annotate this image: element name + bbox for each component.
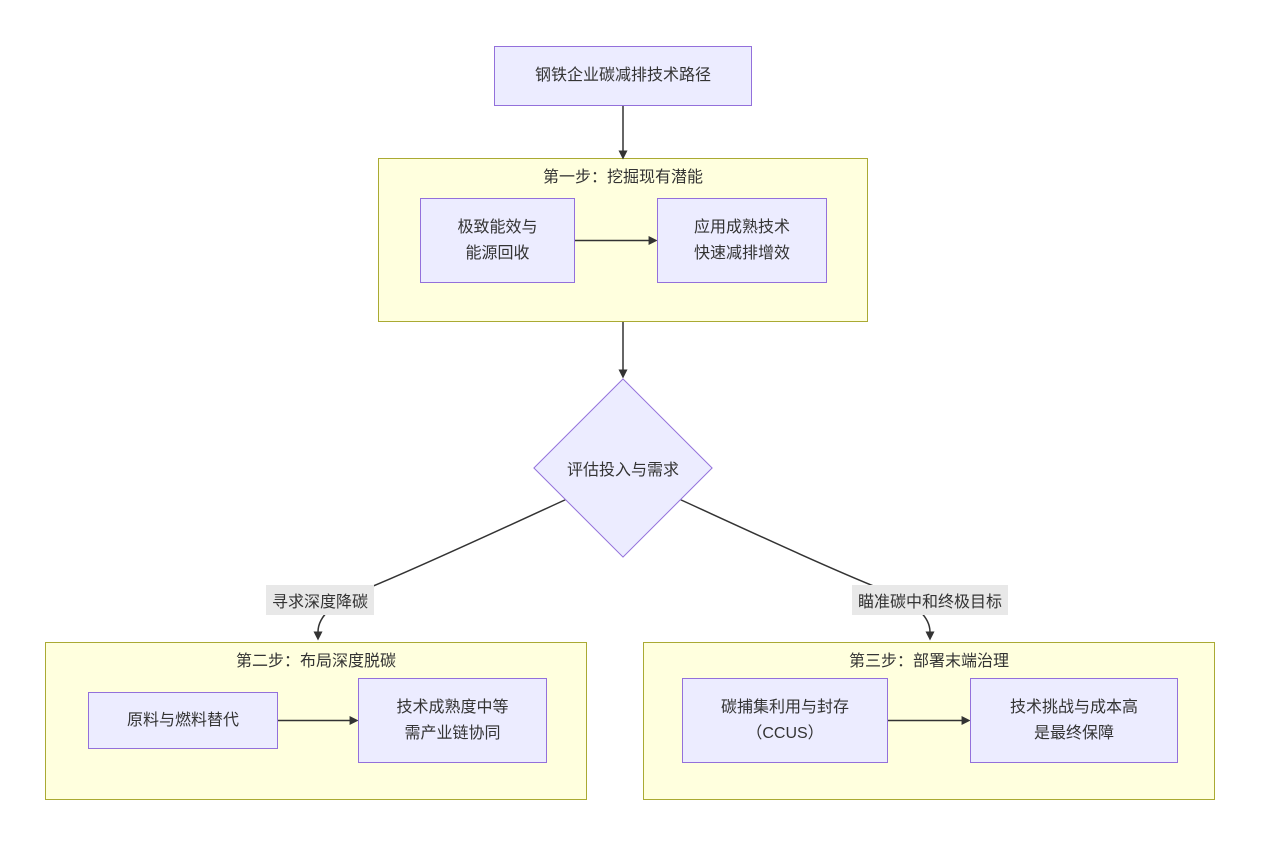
cluster-step-1-title: 第一步：挖掘现有潜能 bbox=[542, 169, 703, 186]
decision-node: 评估投入与需求 bbox=[533, 377, 713, 558]
node-text-line: 能源回收 bbox=[465, 244, 530, 262]
edge-label-carbon-neutrality-goal: 瞄准碳中和终极目标 bbox=[851, 585, 1009, 615]
cluster-step-3-title: 第三步：部署末端治理 bbox=[848, 653, 1009, 670]
node-material-fuel-substitution: 原料与燃料替代 bbox=[88, 692, 278, 749]
node-energy-efficiency: 极致能效与 能源回收 bbox=[420, 198, 575, 283]
edge-label-text: 瞄准碳中和终极目标 bbox=[857, 594, 1003, 611]
edge-label-text: 寻求深度降碳 bbox=[271, 594, 369, 611]
node-tech-maturity: 技术成熟度中等 需产业链协同 bbox=[358, 678, 547, 763]
root-node-label: 钢铁企业碳减排技术路径 bbox=[534, 67, 711, 84]
node-text-line: 技术成熟度中等 bbox=[396, 698, 509, 716]
node-text-line: 碳捕集利用与封存 bbox=[720, 698, 849, 716]
node-text-line: 需产业链协同 bbox=[404, 724, 501, 742]
node-text-line: 是最终保障 bbox=[1033, 724, 1114, 742]
node-ccus: 碳捕集利用与封存 （CCUS） bbox=[682, 678, 888, 763]
root-node: 钢铁企业碳减排技术路径 bbox=[494, 46, 752, 106]
node-tech-challenge: 技术挑战与成本高 是最终保障 bbox=[970, 678, 1178, 763]
edge-label-deep-decarbonization: 寻求深度降碳 bbox=[265, 585, 375, 615]
node-text-line: 技术挑战与成本高 bbox=[1009, 698, 1138, 716]
node-text-line: （CCUS） bbox=[746, 724, 824, 742]
decision-node-label: 评估投入与需求 bbox=[566, 461, 680, 479]
node-text-line: 极致能效与 bbox=[457, 218, 538, 236]
cluster-step-2-title: 第二步：布局深度脱碳 bbox=[235, 653, 396, 670]
node-text-line: 应用成熟技术 bbox=[693, 218, 790, 236]
node-mature-technology: 应用成熟技术 快速减排增效 bbox=[657, 198, 827, 283]
node-text-line: 快速减排增效 bbox=[693, 244, 790, 262]
node-text-line: 原料与燃料替代 bbox=[126, 711, 239, 729]
